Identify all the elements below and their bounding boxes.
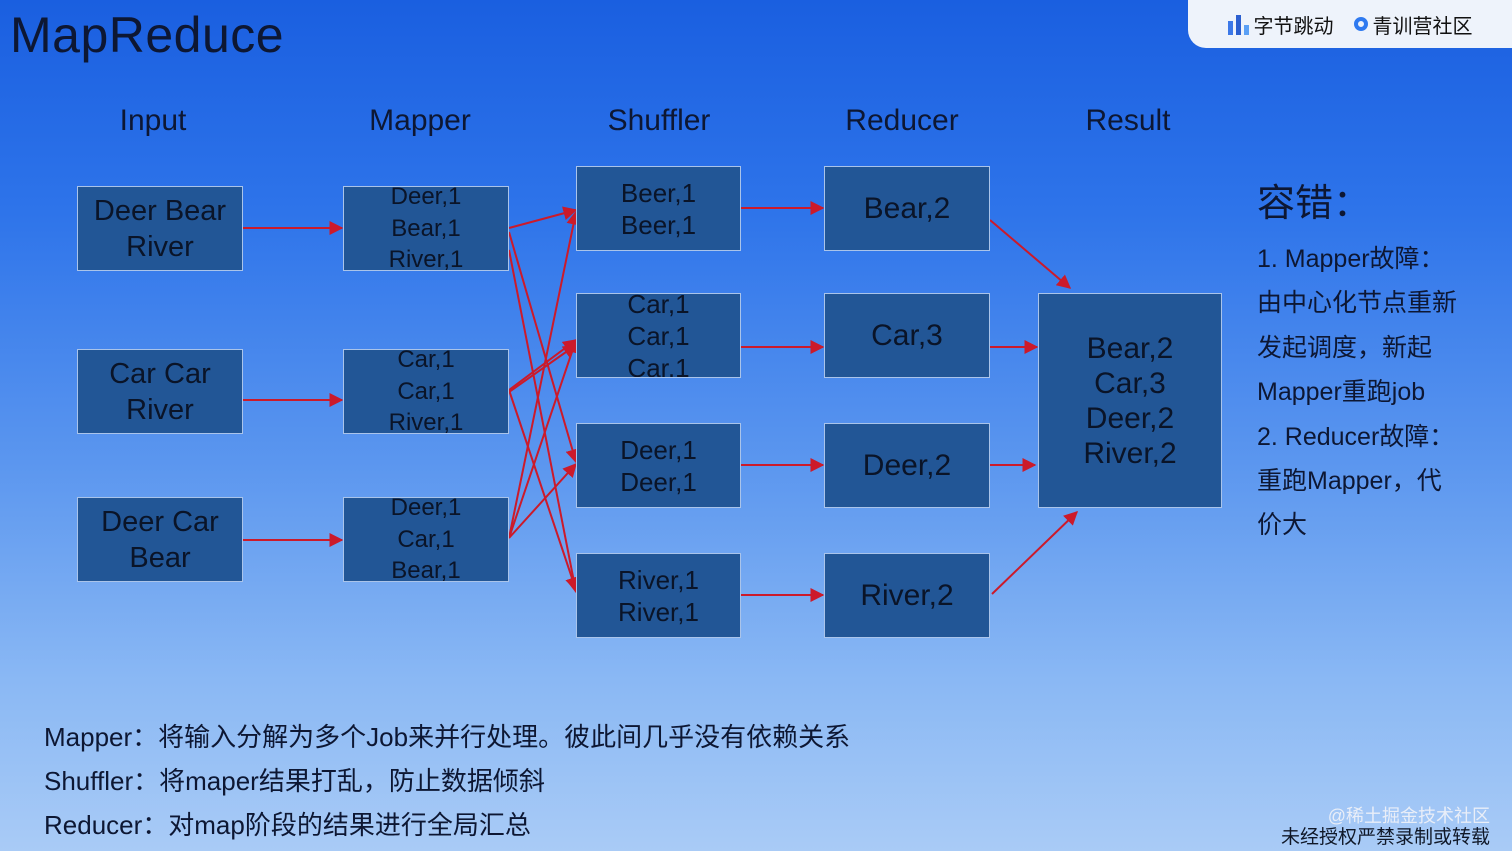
mapper-node-1: Deer,1 Bear,1 River,1 (343, 186, 509, 271)
reducer-node-4: River,2 (824, 553, 990, 638)
reducer-node-text: River,2 (860, 578, 954, 612)
shuffler-node-3: Deer,1 Deer,1 (576, 423, 741, 508)
community-ring-icon (1353, 17, 1368, 31)
column-header-input: Input (119, 104, 187, 137)
bytedance-bars-icon (1227, 13, 1249, 35)
arrow-mapper3-shuffler2 (508, 338, 579, 539)
reducer-node-1: Bear,2 (824, 166, 990, 251)
arrow-mapper1-shuffler3 (508, 231, 580, 464)
mapper-node-2: Car,1 Car,1 River,1 (343, 349, 509, 434)
mapper-node-text: Car,1 (397, 377, 455, 405)
mapper-description: Mapper：将输入分解为多个Job来并行处理。彼此间几乎没有依赖关系 (44, 722, 851, 752)
arrow-mapper3-shuffler1 (508, 210, 581, 539)
input-node-text: Bear (129, 541, 191, 574)
shuffler-node-text: Beer,1 (620, 177, 697, 208)
column-header-mapper: Mapper (369, 104, 471, 137)
input-node-text: Deer Bear (93, 194, 227, 227)
bytedance-logo-text: 字节跳动 (1253, 15, 1334, 38)
reducer-node-text: Car,3 (871, 318, 943, 352)
shuffler-node-text: Car,1 (627, 352, 690, 378)
shuffler-node-2: Car,1 Car,1 Car,1 (576, 293, 741, 378)
arrow-reducer4-result (991, 511, 1079, 595)
mapper-node-text: Car,1 (397, 349, 455, 374)
fault-tolerance-notes: 容错： 1. Mapper故障： 由中心化节点重新 发起调度，新起 Mapper… (1257, 172, 1507, 548)
input-node-text: River (126, 393, 194, 426)
input-node-text: River (126, 230, 194, 263)
input-node-text: Car Car (109, 357, 211, 390)
mapper-node-text: Bear,1 (391, 557, 461, 582)
mapper-node-text: Deer,1 (390, 186, 462, 211)
mapper-node-text: River,1 (388, 409, 464, 434)
mapper-node-text: River,1 (388, 246, 464, 271)
column-header-reducer: Reducer (845, 104, 959, 137)
credit-source: @稀土掘金技术社区 (1327, 806, 1490, 826)
shuffler-node-text: Beer,1 (620, 209, 697, 240)
notes-line: 重跑Mapper，代 (1257, 467, 1442, 496)
arrow-mapper1-shuffler1 (508, 206, 578, 229)
shuffler-node-4: River,1 River,1 (576, 553, 741, 638)
reducer-node-2: Car,3 (824, 293, 990, 378)
input-node-1: Deer Bear River (77, 186, 243, 271)
column-header-result: Result (1085, 104, 1171, 137)
mapper-node-text: Deer,1 (390, 497, 462, 522)
shuffler-node-1: Beer,1 Beer,1 (576, 166, 741, 251)
community-logo-text: 青训营社区 (1372, 15, 1473, 38)
reducer-node-3: Deer,2 (824, 423, 990, 508)
reducer-node-text: Bear,2 (863, 191, 951, 225)
shuffler-node-text: Deer,1 (620, 466, 697, 497)
shuffler-description: Shuffler：将maper结果打乱，防止数据倾斜 (44, 766, 545, 796)
notes-line: 发起调度，新起 (1257, 333, 1433, 362)
result-node-text: Car,3 (1094, 366, 1166, 400)
input-node-text: Deer Car (101, 505, 219, 538)
notes-heading: 容错： (1257, 183, 1372, 225)
shuffler-node-text: River,1 (618, 564, 699, 595)
result-node-text: River,2 (1083, 436, 1177, 470)
notes-line: Mapper重跑job (1257, 378, 1426, 407)
credit-notice: 未经授权严禁录制或转载 (1280, 827, 1490, 848)
result-node-text: Bear,2 (1086, 331, 1174, 365)
result-node-text: Deer,2 (1085, 401, 1175, 435)
mapper-node-3: Deer,1 Car,1 Bear,1 (343, 497, 509, 582)
shuffler-node-text: River,1 (618, 596, 699, 627)
shuffler-node-text: Car,1 (627, 293, 690, 319)
stage-descriptions: Mapper：将输入分解为多个Job来并行处理。彼此间几乎没有依赖关系 Shuf… (44, 715, 850, 847)
result-node: Bear,2 Car,3 Deer,2 River,2 (1038, 293, 1222, 508)
notes-line: 价大 (1257, 511, 1308, 540)
reducer-description: Reducer：对map阶段的结果进行全局汇总 (44, 810, 531, 840)
shuffler-node-text: Deer,1 (620, 434, 697, 465)
mapper-node-text: Car,1 (397, 525, 455, 553)
bytedance-logo: 字节跳动 (1227, 10, 1334, 39)
input-node-2: Car Car River (77, 349, 243, 434)
page-title: MapReduce (10, 7, 285, 63)
watermark-credit: @稀土掘金技术社区 未经授权严禁录制或转载 (1281, 805, 1490, 849)
reducer-node-text: Deer,2 (862, 448, 952, 482)
mapper-node-text: Bear,1 (391, 214, 461, 242)
logo-bar: 字节跳动 青训营社区 (1188, 0, 1512, 48)
arrow-mapper2-shuffler2b (508, 344, 578, 393)
arrow-mapper1-shuffler4 (508, 249, 581, 594)
column-header-shuffler: Shuffler (607, 104, 711, 137)
notes-line: 由中心化节点重新 (1257, 289, 1458, 318)
shuffler-node-text: Car,1 (627, 320, 690, 351)
community-logo: 青训营社区 (1353, 10, 1473, 39)
arrow-mapper3-shuffler3 (508, 462, 577, 539)
arrow-mapper2-shuffler4 (508, 389, 579, 592)
arrow-reducer1-result (989, 219, 1072, 289)
notes-line: 1. Mapper故障： (1257, 245, 1445, 273)
input-node-3: Deer Car Bear (77, 497, 243, 582)
notes-line: 2. Reducer故障： (1257, 422, 1455, 451)
